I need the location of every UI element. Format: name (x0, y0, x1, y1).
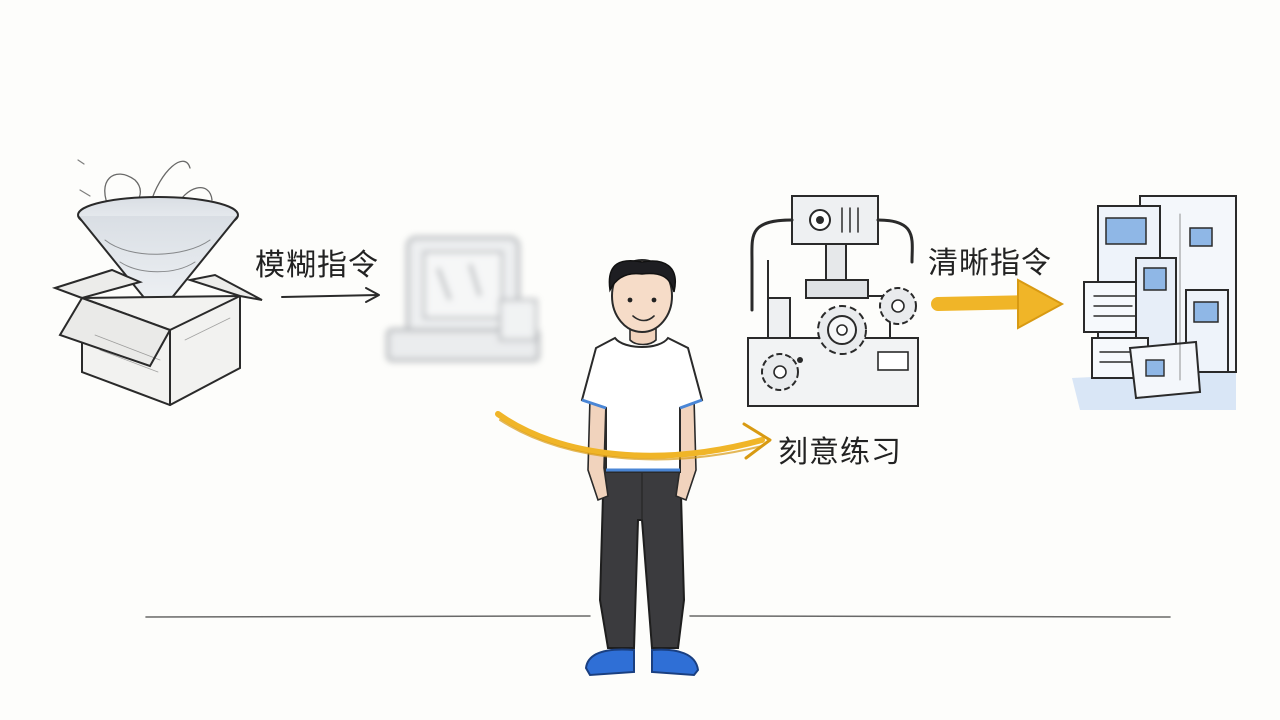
person-figure (580, 259, 704, 677)
arrow-to-blurry (281, 287, 380, 303)
blurry-computer-icon (386, 236, 540, 362)
deliberate-practice-label: 刻意练习 (778, 435, 902, 470)
gear-large (817, 305, 867, 355)
ground-line (145, 615, 1171, 618)
vague-instruction-label: 模糊指令 (255, 248, 379, 283)
clear-instruction-label: 清晰指令 (928, 246, 1052, 281)
machine-gears-icon (747, 195, 919, 407)
blueprint-stack-icon (1072, 195, 1237, 410)
gear-left (761, 353, 799, 391)
practice-arrow (495, 411, 772, 461)
funnel-box-icon (51, 159, 263, 407)
gear-right (879, 287, 917, 325)
arrow-to-blueprints (931, 278, 1065, 330)
